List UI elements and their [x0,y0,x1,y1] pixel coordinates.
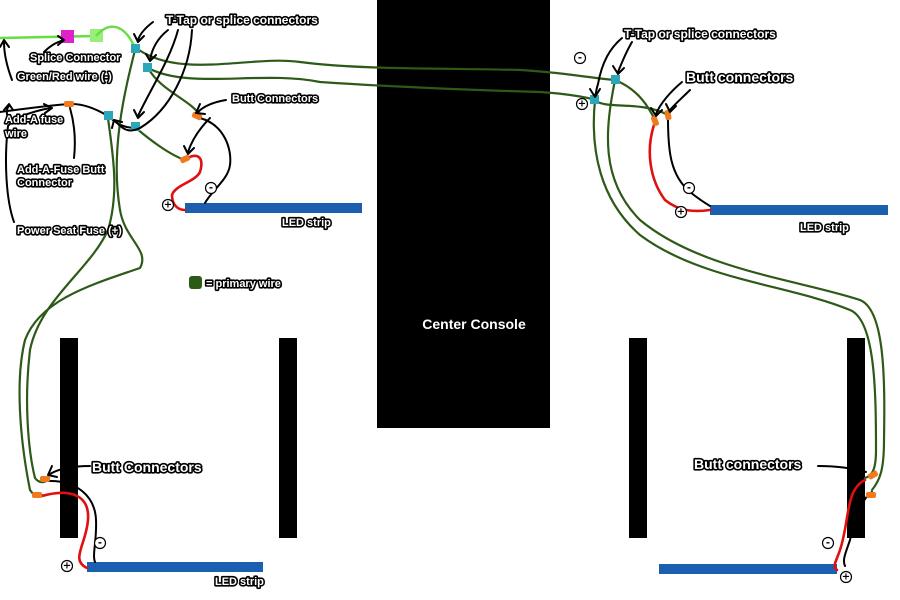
svg-text:-: - [578,53,582,64]
primary-wire-right-long-1 [606,78,886,492]
red-wire-top-left [170,154,203,212]
arrow-butt-bottom-right [817,465,867,473]
minus-symbol-top-right: - [682,181,696,195]
label-add-a-fuse-butt-line1: Add-A-Fuse Butt [17,164,105,176]
arrow-butt-top-left [183,117,211,155]
ttap-connector-5 [611,75,620,84]
primary-wire-right-long-2 [592,98,878,480]
arrow-add-a-fuse-wire [3,103,14,119]
ttap-connector-2 [143,63,152,72]
arrow-butt-bottom-left [47,465,91,478]
arrow-ttap-left-1 [133,21,154,43]
minus-symbol-top-center: - [573,51,587,65]
primary-wire-top-cross-2 [146,66,597,102]
label-butt-bottom-right: Butt connectors [694,456,802,472]
svg-text:-: - [209,183,213,194]
label-butt-top-left: Butt Connectors [232,93,318,105]
primary-wire-left-neg-branch [18,48,144,498]
arrow-power-seat-fuse [5,103,53,223]
label-butt-bottom-left: Butt Connectors [92,459,202,475]
butt-connector-tl-2 [179,154,191,164]
right-seat-rail-inner [629,338,647,538]
minus-symbol-bottom-left: - [93,536,107,550]
led-strip-bottom-left [87,562,263,572]
arrow-butt-top-right-2 [665,89,691,113]
primary-wire-top-cross-1 [134,46,617,82]
butt-connector-bl-1 [40,476,50,482]
ttap-connector-3 [104,111,113,120]
svg-text:+: + [842,572,850,583]
led-strip-top-right [710,205,888,215]
label-butt-top-right: Butt connectors [686,69,794,85]
svg-text:+: + [164,200,172,211]
plus-symbol-top-right: + [674,205,688,219]
arrow-ttap-left-2 [145,29,169,62]
green-red-source-wire [0,34,96,40]
ttap-connector-6 [590,95,599,104]
green-red-wire-jumper [95,25,137,49]
svg-text:+: + [578,99,586,110]
center-console-label: Center Console [422,316,526,332]
label-ttap-left: T-Tap or splice connectors [166,13,318,27]
arrow-ttap-right-2 [612,41,633,75]
primary-wire-left-inner [134,126,187,162]
butt-connector-br-1 [867,470,879,480]
label-led-top-left: LED strip [282,217,331,229]
svg-text:+: + [63,561,71,572]
label-splice-connector: Splice Connector [30,52,121,64]
label-power-seat-fuse: Power Seat Fuse (+) [17,225,122,237]
minus-symbol-top-left: - [204,181,218,195]
arrow-ttap-left-3 [133,29,179,119]
svg-text:+: + [677,207,685,218]
plus-symbol-bottom-left: + [60,559,74,573]
add-a-fuse-butt-connector [64,101,74,107]
led-strip-top-left [185,203,362,213]
led-strip-bottom-right [659,564,837,574]
plus-symbol-bottom-right: + [839,570,853,584]
label-ttap-right: T-Tap or splice connectors [624,27,776,41]
arrow-ttap-right-1 [589,37,623,98]
svg-text:-: - [826,538,830,549]
label-led-top-right: LED strip [800,222,849,234]
right-seat-rail-outer [847,338,865,538]
arrow-green-red-wire [0,39,13,81]
primary-wire-left-pos-branch [25,116,116,484]
primary-wire-right-branch-1 [613,78,657,122]
butt-connector-tr-1 [651,115,659,127]
svg-text:-: - [98,538,102,549]
ttap-connector-4 [131,122,140,131]
arrow-butt-top-left-2 [195,99,227,115]
left-seat-rail-outer [60,338,78,538]
black-wire-bottom-left [47,479,98,563]
red-wire-bottom-left [40,491,90,570]
label-legend: = primary wire [206,278,281,290]
label-add-a-fuse-wire-line2: wire [4,128,27,140]
legend-swatch-primary-wire [189,276,202,289]
minus-symbol-bottom-right: - [821,536,835,550]
black-wire-bottom-right [842,491,873,567]
plus-symbol-top-left: + [161,198,175,212]
svg-text:-: - [687,183,691,194]
center-console [377,0,550,428]
butt-connector-br-2 [866,492,876,498]
plus-symbol-top-center: + [575,97,589,111]
arrow-butt-top-right-1 [650,81,683,117]
ttap-connector-1 [131,44,140,53]
red-wire-bottom-right [833,478,867,572]
label-add-a-fuse-butt-line2: Connector [17,177,73,189]
label-add-a-fuse-wire-line1: Add-A fuse [5,114,63,126]
arrow-add-a-fuse-butt [69,107,76,159]
red-wire-top-right [648,120,712,213]
butt-connector-bl-2 [32,492,42,498]
left-seat-rail-inner [279,338,297,538]
arrow-splice-connector [43,35,65,53]
arrow-ttap-left-4 [111,29,193,132]
label-green-red-wire: Green/Red wire (-) [17,71,112,83]
label-led-bottom-left: LED strip [215,576,264,588]
